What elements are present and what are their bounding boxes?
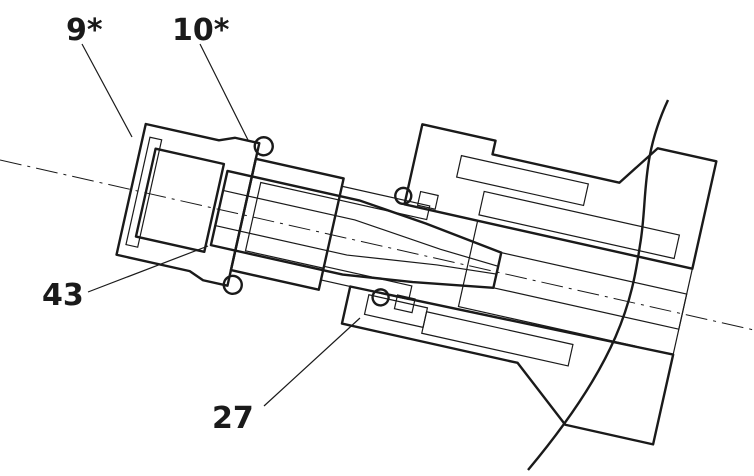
o-ring-part-27 xyxy=(371,186,439,314)
leader-part-10 xyxy=(199,43,249,141)
callout-part-27: 27 xyxy=(212,401,254,436)
callout-part-43: 43 xyxy=(42,278,84,313)
callout-part-10: 10* xyxy=(172,13,230,48)
leader-part-43 xyxy=(87,245,209,293)
leader-part-27 xyxy=(263,317,361,407)
sleeve xyxy=(320,185,431,301)
leader-part-9 xyxy=(81,43,133,138)
housing-upper xyxy=(403,123,718,270)
assembly-body xyxy=(115,122,718,446)
plug-tube xyxy=(209,169,503,289)
callout-part-9: 9* xyxy=(66,13,103,48)
coupling-part-9 xyxy=(115,122,345,291)
break-line xyxy=(527,99,670,471)
o-ring-part-10 xyxy=(222,136,274,296)
housing-lower xyxy=(340,285,675,446)
